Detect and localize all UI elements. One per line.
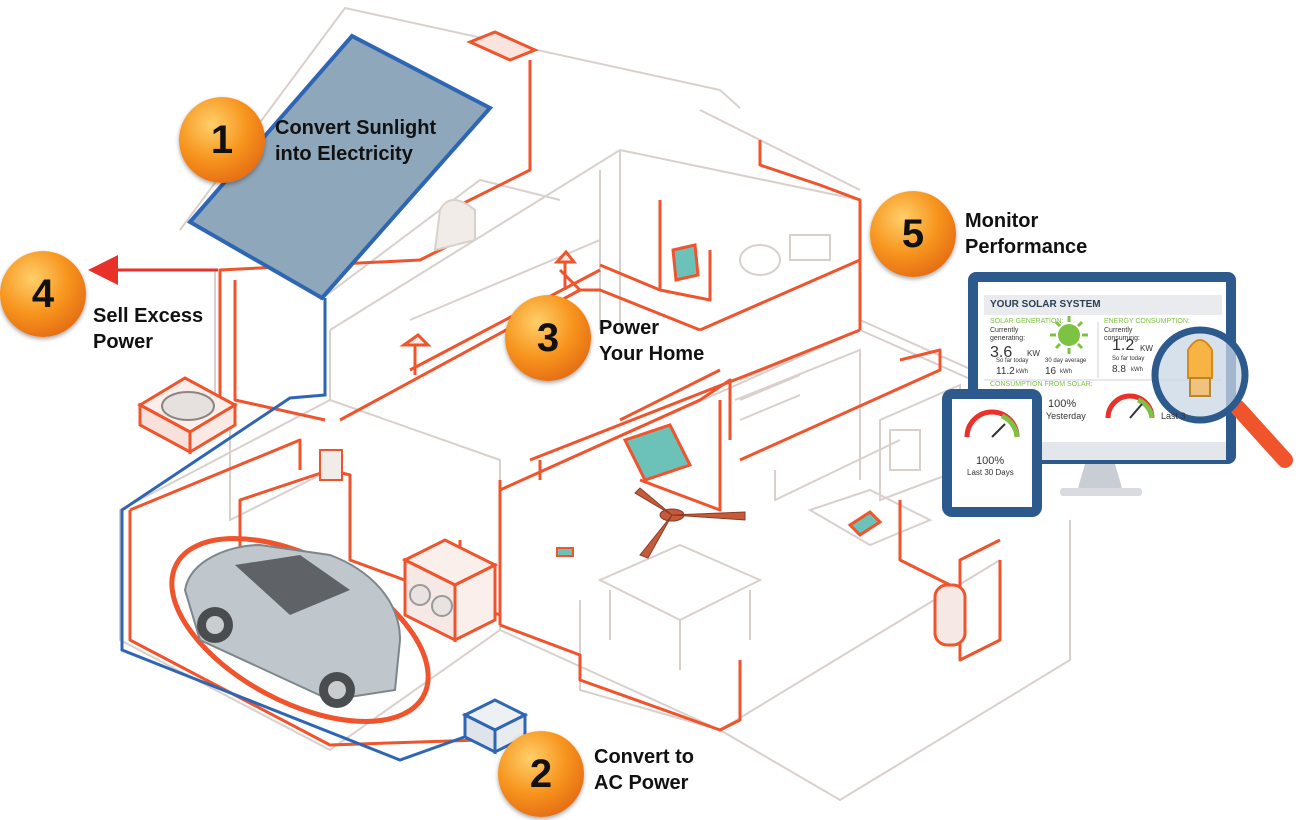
washer-dryer: [401, 538, 499, 643]
consumption-current-value: 1.2: [1112, 337, 1135, 354]
consumption-heading: ENERGY CONSUMPTION:: [1104, 318, 1190, 325]
ac-unit: [136, 376, 239, 455]
step-2-line-1: Convert to: [594, 746, 694, 768]
consumption-today-unit: kWh: [1131, 367, 1143, 373]
consumption-current-label: Currently consuming:: [1104, 327, 1140, 342]
step-5-label: Monitor Performance: [965, 208, 1087, 260]
water-heater: [933, 583, 967, 647]
magnifier-icon: [1151, 326, 1293, 468]
solar-panel: [186, 33, 494, 301]
gauge-icon: [1105, 393, 1155, 419]
tablet-value: 100%: [976, 455, 1005, 467]
generation-heading: SOLAR GENERATION:: [990, 318, 1064, 325]
consumption-today-value: 8.8: [1112, 364, 1126, 375]
step-2-line-2: AC Power: [594, 772, 689, 794]
generation-current-label: Currently generating:: [990, 327, 1026, 342]
from-solar-yesterday-label: Yesterday: [1046, 411, 1086, 421]
from-solar-last-label: Last 3: [1161, 411, 1186, 421]
step-1-line-1: Convert Sunlight: [275, 117, 437, 139]
generation-avg-label: 30 day average: [1045, 358, 1087, 364]
consumption-current-unit: KW: [1140, 344, 1153, 353]
step-3-line-1: Power: [599, 317, 660, 339]
generation-today-unit: kWh: [1016, 369, 1028, 375]
tablet: [942, 389, 1042, 517]
step-1-badge: 1: [179, 97, 265, 183]
sun-icon: [1050, 316, 1088, 354]
step-4-line-1: Sell Excess: [93, 305, 204, 327]
generation-current-value: 3.6: [990, 344, 1013, 361]
consumption-today-label: So far today: [1112, 356, 1145, 362]
dc-wiring: [120, 298, 471, 762]
step-4-label: Sell Excess Power: [93, 303, 203, 355]
vent-pipe: [433, 199, 476, 252]
step-1-line-2: into Electricity: [275, 143, 413, 165]
step-4-line-2: Power: [93, 331, 154, 353]
step-1-label: Convert Sunlight into Electricity: [275, 115, 436, 167]
generation-avg-unit: kWh: [1060, 369, 1072, 375]
phone: [556, 547, 574, 557]
tablet-label: Last 30 Days: [967, 468, 1014, 477]
step-2-label: Convert to AC Power: [594, 744, 694, 796]
generation-avg-value: 16: [1045, 366, 1057, 377]
inverter: [319, 449, 343, 481]
monitor-title: YOUR SOLAR SYSTEM: [990, 299, 1101, 310]
car: [169, 536, 431, 724]
lamps: [399, 249, 578, 375]
television: [622, 243, 700, 482]
utility-box: [461, 698, 529, 755]
step-3-line-2: Your Home: [599, 343, 705, 365]
ceiling-fan: [634, 487, 746, 559]
step-2-badge: 2: [498, 731, 584, 817]
wiring: [128, 60, 1002, 747]
generation-current-unit: KW: [1027, 349, 1040, 358]
roof-vent: [466, 30, 539, 62]
generation-today-label: So far today: [996, 358, 1029, 364]
step-4-badge: 4: [0, 251, 86, 337]
step-5-line-1: Monitor: [965, 210, 1039, 232]
from-solar-heading: CONSUMPTION FROM SOLAR:: [990, 381, 1093, 388]
step-3-badge: 3: [505, 295, 591, 381]
generation-today-value: 11.2: [996, 366, 1015, 377]
step-5-line-2: Performance: [965, 236, 1088, 258]
step-5-badge: 5: [870, 191, 956, 277]
from-solar-yesterday-value: 100%: [1048, 398, 1077, 410]
step-3-label: Power Your Home: [599, 315, 704, 367]
laptop: [847, 510, 883, 537]
